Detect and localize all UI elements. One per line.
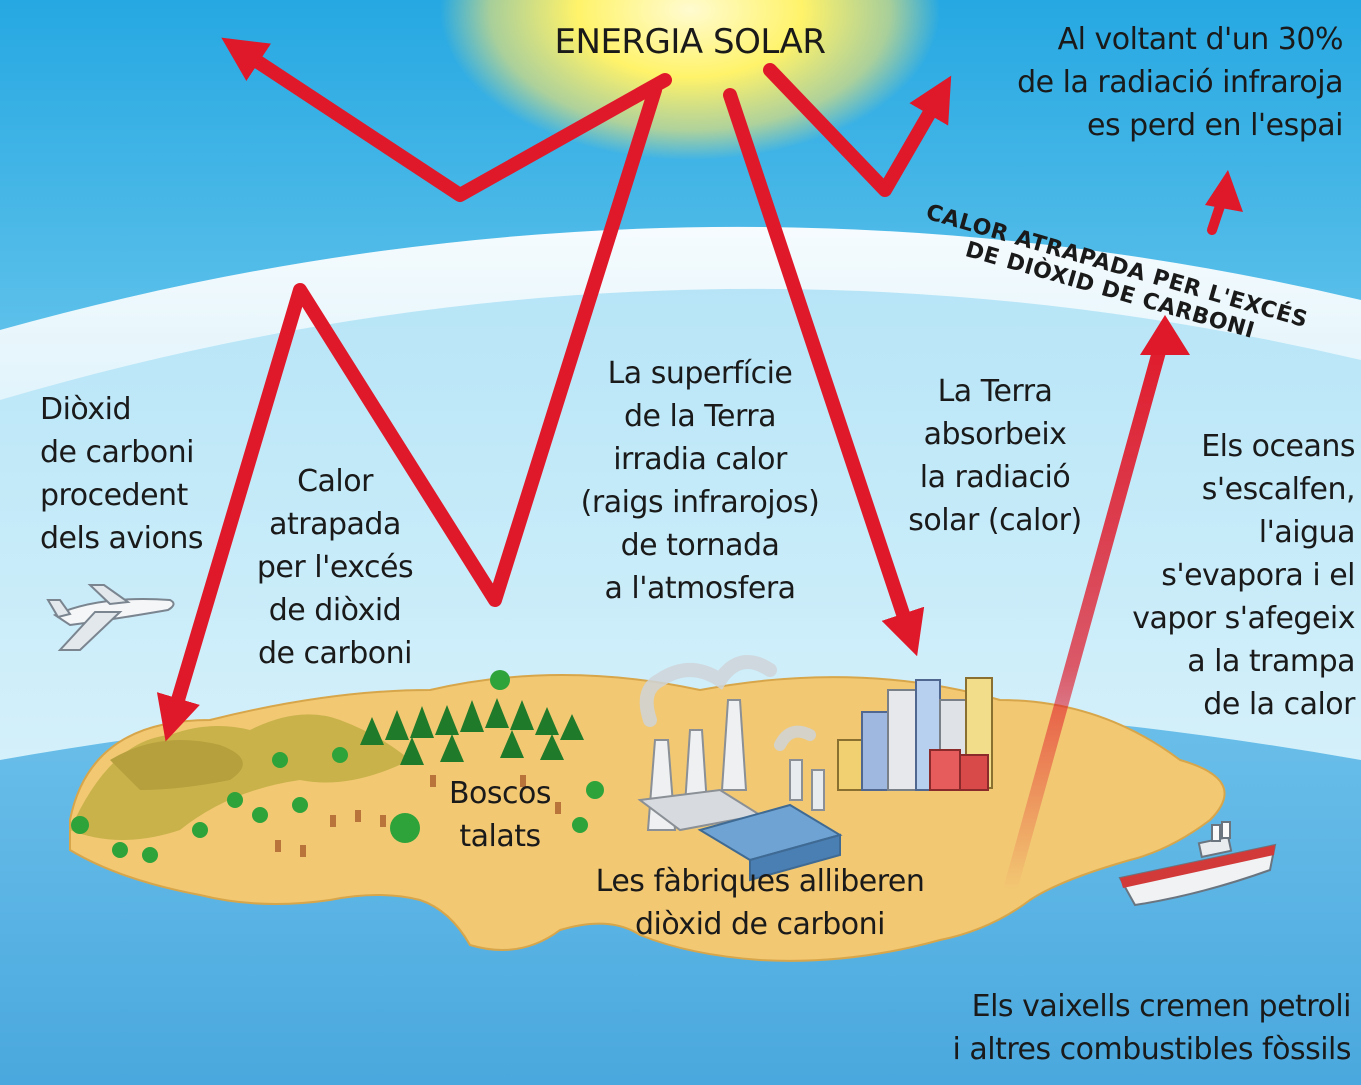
surface-line: de la Terra — [624, 399, 777, 434]
planes-line: Diòxid — [40, 392, 131, 427]
absorbs-line: la radiació — [919, 460, 1071, 495]
surface-radiation-label: La superfície de la Terra irradia calor … — [565, 352, 835, 610]
city — [837, 677, 993, 791]
oceans-line: Els oceans — [1201, 429, 1355, 464]
ocean-vapor-arrow — [1003, 323, 1172, 897]
reflected-arrow-right — [763, 63, 952, 197]
space-loss-arrow-head — [1205, 170, 1243, 212]
trapped-heat-line: atrapada — [269, 507, 401, 542]
trapped-heat-line: de carboni — [258, 636, 413, 671]
trapped-heat-arrow — [156, 83, 662, 742]
surface-line: La superfície — [607, 356, 793, 391]
absorbs-line: absorbeix — [923, 417, 1067, 452]
surface-line: a l'atmosfera — [604, 571, 796, 606]
reflected-arrow-left — [221, 37, 672, 202]
sun-label: ENERGIA SOLAR — [554, 22, 826, 62]
surface-line: (raigs infrarojos) — [580, 485, 820, 520]
trapped-heat-line: Calor — [297, 464, 373, 499]
trapped-heat-line: per l'excés — [256, 550, 414, 585]
factories-label: Les fàbriques alliberen diòxid de carbon… — [570, 860, 950, 946]
earth-absorbs-label: La Terra absorbeix la radiació solar (ca… — [890, 370, 1100, 542]
ship — [1118, 821, 1277, 907]
radiation-arrows — [156, 37, 1243, 897]
oceans-line: s'evapora i el — [1161, 558, 1355, 593]
space-loss-note: Al voltant d'un 30% de la radiació infra… — [1017, 18, 1343, 147]
oceans-label: Els oceans s'escalfen, l'aigua s'evapora… — [1132, 425, 1355, 726]
planes-co2-label: Diòxid de carboni procedent dels avions — [40, 388, 203, 560]
trapped-heat-label: Calor atrapada per l'excés de diòxid de … — [240, 460, 430, 675]
factories-line: Les fàbriques alliberen — [595, 864, 925, 899]
space-loss-line: Al voltant d'un 30% — [1057, 22, 1344, 57]
surface-line: de tornada — [620, 528, 780, 563]
planes-line: de carboni — [40, 435, 194, 470]
absorbed-arrow — [723, 88, 925, 657]
forests-line: talats — [459, 819, 541, 854]
tree-tops — [71, 670, 604, 863]
oceans-line: de la calor — [1203, 687, 1355, 722]
forests-line: Boscos — [448, 776, 552, 811]
ocean-vapor-arrow-head — [1140, 315, 1190, 355]
absorbs-line: solar (calor) — [908, 503, 1082, 538]
planes-line: procedent — [40, 478, 188, 513]
oceans-line: s'escalfen, — [1201, 472, 1356, 507]
oceans-line: a la trampa — [1187, 644, 1355, 679]
factories-line: diòxid de carboni — [635, 907, 885, 942]
space-loss-line: de la radiació infraroja — [1017, 65, 1343, 100]
factories — [637, 655, 843, 882]
airplane — [46, 584, 175, 651]
ships-line: Els vaixells cremen petroli — [971, 989, 1352, 1024]
surface-line: irradia calor — [613, 442, 787, 477]
oceans-line: vapor s'afegeix — [1132, 601, 1355, 636]
oceans-line: l'aigua — [1258, 515, 1356, 550]
space-loss-line: es perd en l'espai — [1087, 108, 1343, 143]
ships-label: Els vaixells cremen petroli i altres com… — [952, 985, 1352, 1071]
hill-shade — [110, 740, 243, 790]
forests-label: Boscos talats — [430, 772, 570, 858]
absorbs-line: La Terra — [937, 374, 1053, 409]
trapped-heat-line: de diòxid — [268, 593, 402, 628]
ships-line: i altres combustibles fòssils — [952, 1032, 1352, 1067]
forest — [360, 698, 584, 765]
planes-line: dels avions — [40, 521, 203, 556]
stumps — [275, 775, 561, 857]
